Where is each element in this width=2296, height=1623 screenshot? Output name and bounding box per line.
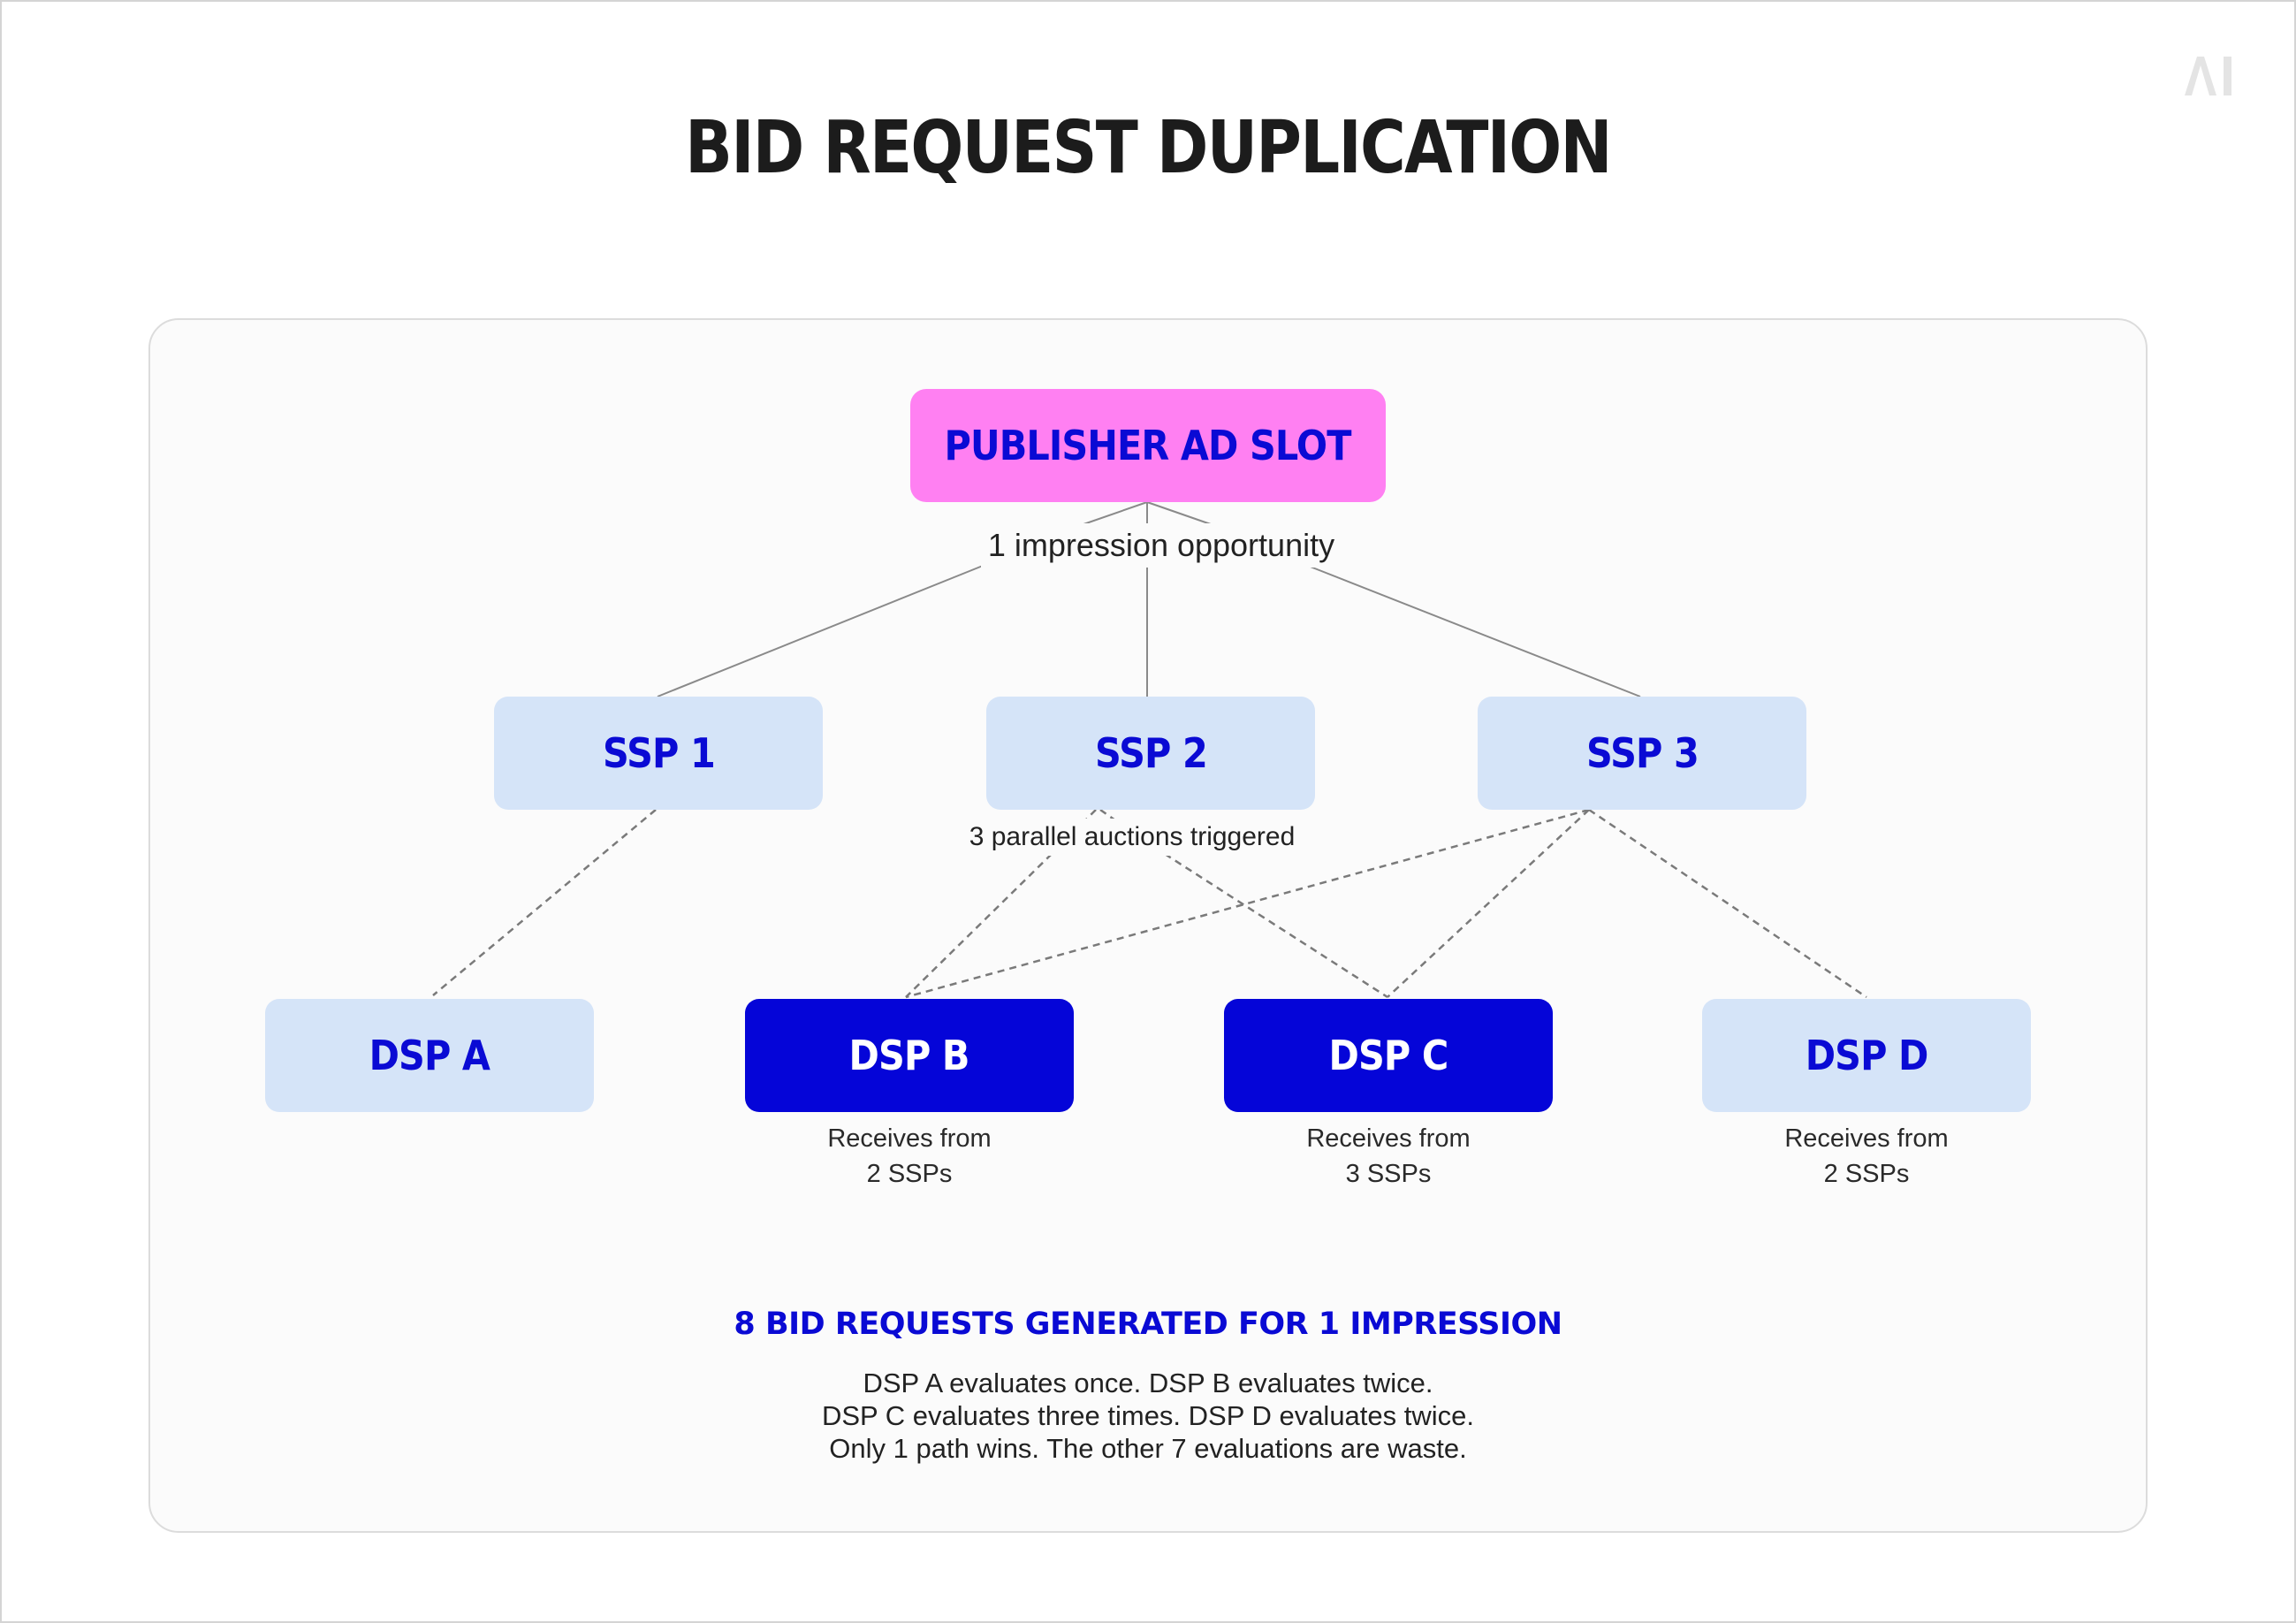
summary-text: DSP A evaluates once. DSP B evaluates tw… [148,1367,2148,1465]
dsp-c-receives-line2: 3 SSPs [1345,1160,1432,1188]
connector-ssp1-dspa [432,809,657,996]
ssp-3-label: SSP 3 [1585,729,1699,777]
connector-ssp3-dspb [905,808,1590,999]
summary-title: 8 BID REQUESTS GENERATED FOR 1 IMPRESSIO… [734,1307,1562,1342]
connector-ssp3-dspd [1588,808,1867,999]
dsp-d-label: DSP D [1805,1032,1929,1079]
connector-ssp2-dspb [905,853,1053,998]
publisher-ad-slot-node: PUBLISHER AD SLOT [910,389,1386,502]
dsp-d-receives-line2: 2 SSPs [1823,1160,1910,1188]
dsp-b-receives-line1: Receives from [827,1124,992,1153]
dsp-c-receives: Receives from 3 SSPs [1224,1121,1553,1192]
ssp-1-node: SSP 1 [494,697,823,810]
summary-line-1: DSP A evaluates once. DSP B evaluates tw… [863,1368,1433,1398]
ssp-2-label: SSP 2 [1094,729,1208,777]
summary-line-2: DSP C evaluates three times. DSP D evalu… [821,1400,1475,1431]
dsp-d-receives: Receives from 2 SSPs [1702,1121,2031,1192]
page-title: BID REQUEST DUPLICATION [685,106,1612,190]
dsp-d-node: DSP D [1702,999,2031,1112]
publisher-label: PUBLISHER AD SLOT [944,422,1352,469]
dsp-a-label: DSP A [369,1032,490,1079]
dsp-b-node: DSP B [745,999,1074,1112]
connector-ssp2-dspc [1164,852,1388,999]
dsp-a-node: DSP A [265,999,594,1112]
summary-line-3: Only 1 path wins. The other 7 evaluation… [829,1433,1467,1464]
ssp-1-label: SSP 1 [602,729,716,777]
dsp-b-label: DSP B [848,1032,970,1079]
ssp-3-node: SSP 3 [1478,697,1806,810]
dsp-c-receives-line1: Receives from [1306,1124,1471,1153]
dsp-b-receives-line2: 2 SSPs [866,1160,953,1188]
connector-publisher-ssp3 [1307,565,1641,697]
logo-icon [2185,57,2231,95]
impression-label: 1 impression opportunity [981,523,1342,568]
dsp-c-label: DSP C [1328,1032,1449,1079]
dsp-c-node: DSP C [1224,999,1553,1112]
connector-ssp3-dspc [1387,809,1590,998]
dsp-d-receives-line1: Receives from [1784,1124,1949,1153]
connector-publisher-ssp1 [657,565,984,697]
parallel-auctions-label: 3 parallel auctions triggered [959,819,1305,856]
ssp-2-node: SSP 2 [986,697,1315,810]
dsp-b-receives: Receives from 2 SSPs [745,1121,1074,1192]
